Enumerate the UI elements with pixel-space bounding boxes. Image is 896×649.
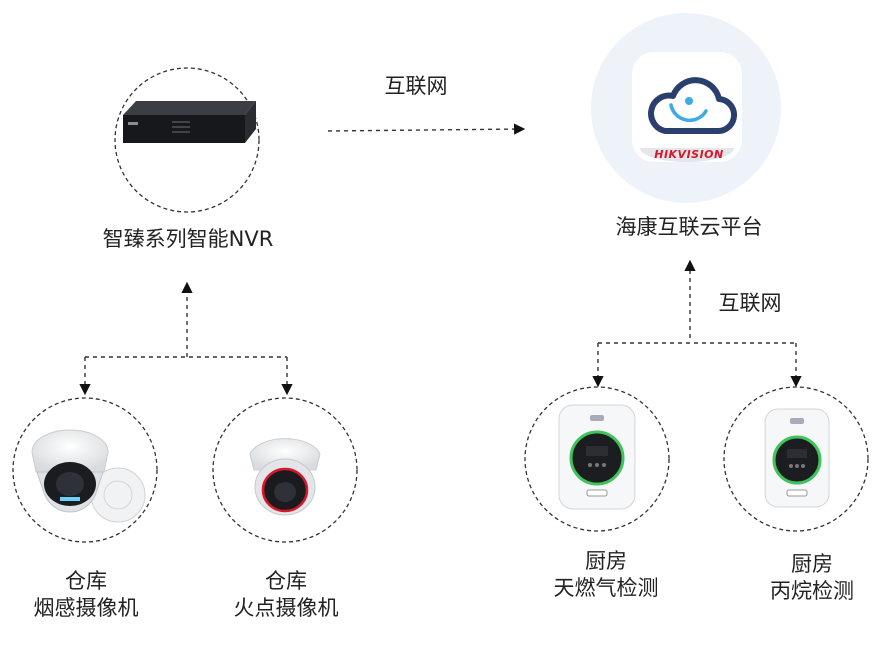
nvr-node	[114, 67, 260, 213]
cloud-app-icon	[632, 52, 742, 162]
camera-connector	[79, 281, 293, 396]
fire-camera-node	[212, 397, 358, 543]
device-name: 烟感摄像机	[33, 596, 139, 620]
fire-camera-icon	[249, 438, 321, 516]
cloud-label: 海康互联云平台	[615, 215, 763, 239]
top-link-label: 互联网	[384, 74, 448, 98]
device-location: 仓库	[265, 569, 307, 593]
device-location: 仓库	[65, 569, 107, 593]
propane-detector-label: 厨房 丙烷检测	[770, 551, 854, 605]
gas-detector-label: 厨房 天燃气检测	[554, 548, 659, 602]
hikvision-logo: HIKVISION	[654, 148, 724, 161]
device-name: 天燃气检测	[553, 576, 659, 600]
gas-detector-icon	[558, 404, 636, 510]
nvr-device-icon	[123, 101, 256, 143]
device-location: 厨房	[585, 549, 627, 573]
nvr-label: 智臻系列智能NVR	[102, 227, 274, 251]
cloud-node	[591, 13, 781, 203]
nvr-to-cloud-arrow	[327, 123, 526, 135]
propane-detector-node	[723, 386, 869, 532]
device-location: 厨房	[791, 552, 833, 576]
cloud-icon	[648, 77, 737, 135]
gas-detector-node	[524, 386, 670, 532]
device-name: 火点摄像机	[233, 596, 339, 620]
device-name: 丙烷检测	[770, 579, 854, 603]
propane-detector-icon	[764, 408, 830, 508]
smoke-camera-icon	[31, 429, 146, 523]
smoke-camera-node	[12, 397, 158, 543]
right-link-label: 互联网	[718, 291, 782, 315]
smoke-camera-label: 仓库 烟感摄像机	[34, 568, 139, 622]
fire-camera-label: 仓库 火点摄像机	[234, 568, 339, 622]
detector-connector	[592, 259, 802, 388]
